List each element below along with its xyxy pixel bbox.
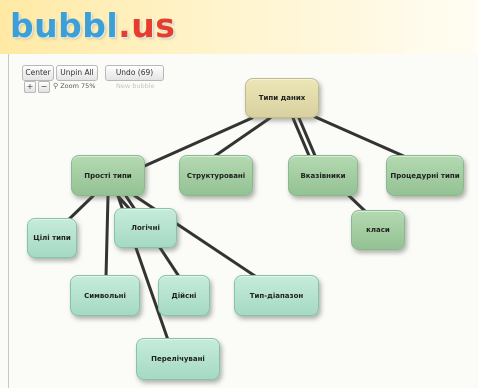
logo-dot: . <box>118 6 132 45</box>
edge-root-pointers-a <box>291 116 312 160</box>
edge-root-pointers-b <box>297 116 318 160</box>
node-real-label: Дійсні <box>171 291 197 300</box>
node-symbolic[interactable]: Символьні <box>70 275 140 316</box>
node-integer-types-label: Цілі типи <box>33 234 71 242</box>
edge-root-procedural <box>311 114 410 160</box>
node-enumerated[interactable]: Перелічувані <box>136 338 220 380</box>
node-logical[interactable]: Логічні <box>114 208 177 248</box>
node-classes-label: класи <box>366 226 390 234</box>
node-classes[interactable]: класи <box>351 210 405 250</box>
edge-root-structured <box>210 116 272 160</box>
edge-root-simple <box>138 116 254 170</box>
node-integer-types[interactable]: Цілі типи <box>27 218 77 258</box>
header-bar: bubbl.us <box>0 0 478 54</box>
logo-word: bubbl <box>10 6 119 45</box>
canvas-left-border <box>8 54 9 388</box>
node-simple-types[interactable]: Прості типи <box>71 155 145 196</box>
bubbl-us-logo[interactable]: bubbl.us <box>10 6 175 46</box>
zoom-indicator: ⚲ Zoom 75% <box>53 81 95 91</box>
zoom-out-button[interactable]: − <box>38 81 50 93</box>
node-simple-types-label: Прості типи <box>84 171 132 180</box>
node-range-type[interactable]: Тип-діапазон <box>234 275 319 316</box>
node-structured[interactable]: Структуровані <box>179 155 253 196</box>
node-structured-label: Структуровані <box>186 171 246 180</box>
node-range-type-label: Тип-діапазон <box>249 291 304 300</box>
node-enumerated-label: Перелічувані <box>151 355 205 363</box>
zoom-text: Zoom 75% <box>60 82 96 90</box>
unpin-all-button[interactable]: Unpin All <box>56 65 98 81</box>
node-symbolic-label: Символьні <box>84 291 126 300</box>
node-pointers-label: Вказівники <box>300 171 346 180</box>
node-logical-label: Логічні <box>131 224 160 232</box>
node-root-label: Типи даних <box>258 94 306 102</box>
magnifier-icon: ⚲ <box>53 82 59 90</box>
node-procedural-label: Процедурні типи <box>390 171 460 180</box>
center-button[interactable]: Center <box>22 65 54 81</box>
edge-simple-symbolic <box>104 194 110 279</box>
logo-suffix: us <box>131 6 176 45</box>
zoom-in-button[interactable]: + <box>24 81 36 93</box>
node-pointers[interactable]: Вказівники <box>288 155 358 196</box>
node-real[interactable]: Дійсні <box>158 275 210 316</box>
undo-button[interactable]: Undo (69) <box>105 65 164 81</box>
new-bubble-button[interactable]: New bubble <box>116 82 155 90</box>
node-procedural[interactable]: Процедурні типи <box>386 155 464 196</box>
node-root[interactable]: Типи даних <box>245 78 319 118</box>
